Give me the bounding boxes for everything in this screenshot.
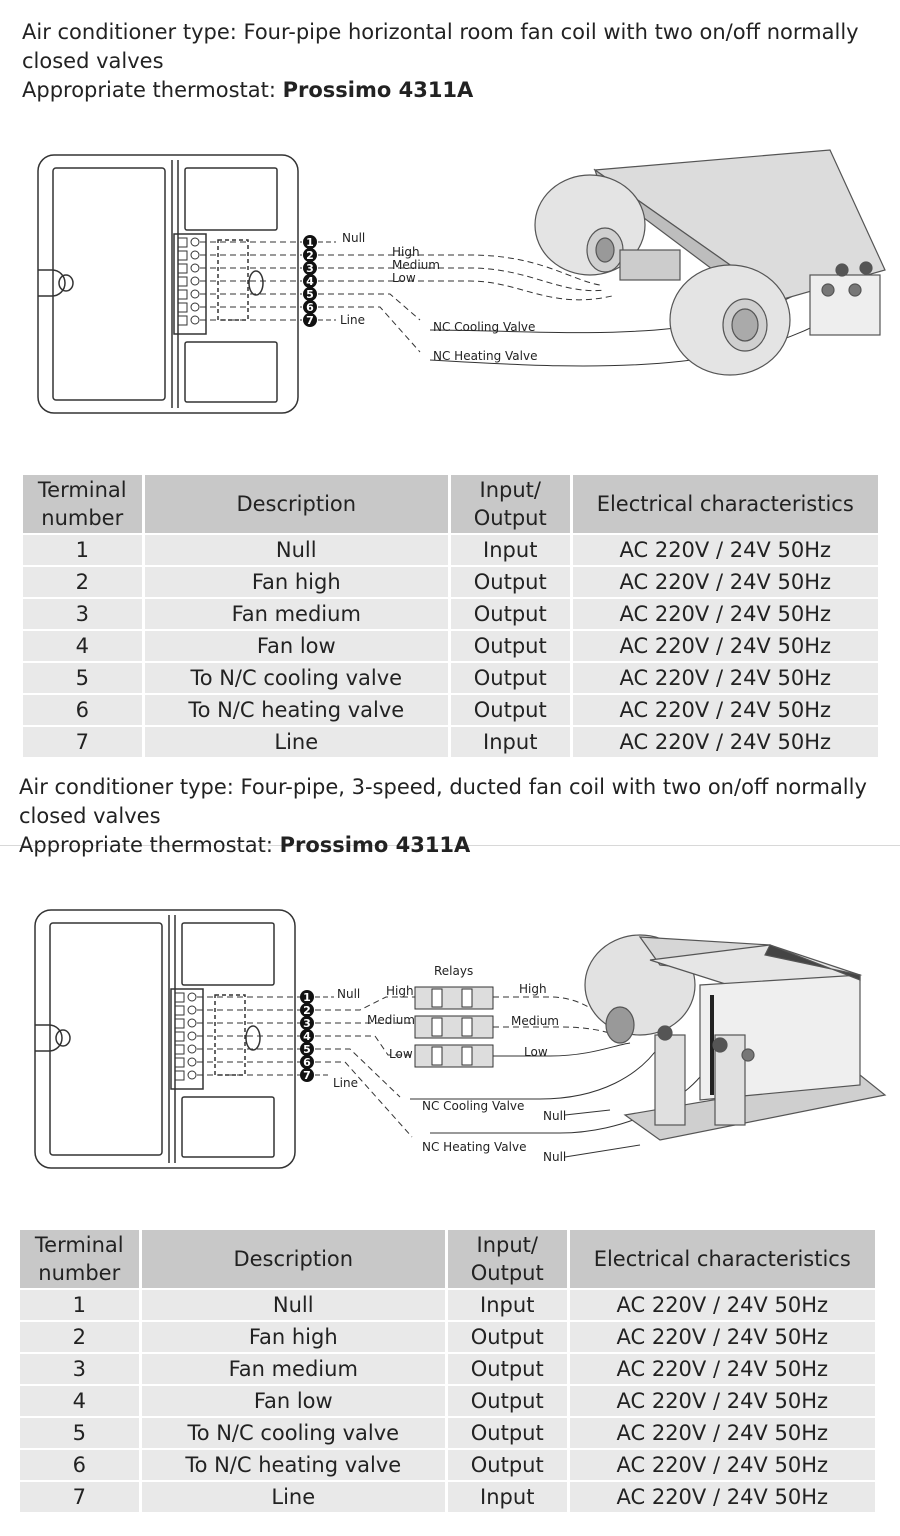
thermostat-drawing (37, 154, 299, 414)
terminal-3: 3 (303, 1017, 311, 1030)
label-low: Low (392, 271, 416, 285)
label-medium-in: Medium (367, 1013, 415, 1027)
label-nc-heating: NC Heating Valve (422, 1140, 526, 1154)
terminal-block (177, 237, 200, 326)
label-high-out: High (519, 982, 547, 996)
terminal-5: 5 (306, 288, 314, 301)
label-null: Null (342, 231, 365, 245)
wiring-diagram-1: 1 2 3 4 5 6 7 Null High Medium Low Line … (0, 130, 900, 430)
section1-heading-line2: closed valves (22, 49, 164, 73)
terminal-7: 7 (306, 314, 314, 327)
terminal-6: 6 (303, 1056, 311, 1069)
wiring-diagram-2: 1 2 3 4 5 6 7 Relays (0, 885, 900, 1185)
label-nc-cooling: NC Cooling Valve (433, 320, 535, 334)
label-relays: Relays (434, 964, 473, 978)
header-io: Input/Output (447, 1230, 567, 1288)
label-nc-cooling: NC Cooling Valve (422, 1099, 524, 1113)
label-medium-out: Medium (511, 1014, 559, 1028)
section2-heading-line2: closed valves (19, 804, 161, 828)
thermostat-label: Appropriate thermostat: (19, 833, 280, 857)
label-null-cooling: Null (543, 1109, 566, 1123)
section2-heading: Air conditioner type: Four-pipe, 3-speed… (19, 773, 867, 860)
internal-wires (200, 241, 302, 321)
terminal-1: 1 (303, 991, 311, 1004)
section1-thermostat: Appropriate thermostat: Prossimo 4311A (22, 76, 859, 105)
label-null: Null (337, 987, 360, 1001)
header-electrical: Electrical characteristics (569, 1230, 875, 1288)
ducted-fan-coil-drawing (584, 934, 887, 1141)
thermostat-drawing (34, 909, 296, 1169)
thermostat-model: Prossimo 4311A (282, 78, 474, 102)
label-low-in: Low (389, 1047, 413, 1061)
terminal-block (174, 992, 197, 1081)
terminal-3: 3 (306, 262, 314, 275)
label-line: Line (333, 1076, 358, 1090)
internal-wires (197, 996, 300, 1076)
thermostat-label: Appropriate thermostat: (22, 78, 283, 102)
section-divider (0, 845, 900, 846)
header-description: Description (144, 475, 448, 533)
terminal-7: 7 (303, 1069, 311, 1082)
terminal-2: 2 (306, 249, 314, 262)
label-high-in: High (386, 984, 414, 998)
terminal-4: 4 (303, 1030, 311, 1043)
fan-coil-unit-drawing (534, 149, 886, 376)
section1-heading-line1: Air conditioner type: Four-pipe horizont… (22, 20, 859, 44)
terminal-5: 5 (303, 1043, 311, 1056)
terminal-6: 6 (306, 301, 314, 314)
thermostat-model: Prossimo 4311A (279, 833, 471, 857)
label-line: Line (340, 313, 365, 327)
terminal-1: 1 (306, 236, 314, 249)
header-electrical: Electrical characteristics (572, 475, 878, 533)
header-description: Description (141, 1230, 445, 1288)
section2-thermostat: Appropriate thermostat: Prossimo 4311A (19, 831, 867, 860)
label-null-heating: Null (543, 1150, 566, 1164)
label-low-out: Low (524, 1045, 548, 1059)
section2-heading-line1: Air conditioner type: Four-pipe, 3-speed… (19, 775, 867, 799)
section1-heading: Air conditioner type: Four-pipe horizont… (22, 18, 859, 105)
label-medium: Medium (392, 258, 440, 272)
terminal-2: 2 (303, 1004, 311, 1017)
label-nc-heating: NC Heating Valve (433, 349, 537, 363)
terminal-numbers: 1 2 3 4 5 6 7 (300, 990, 314, 1082)
relay-low (414, 1044, 494, 1068)
header-io: Input/Output (450, 475, 570, 533)
terminal-4: 4 (306, 275, 314, 288)
label-high: High (392, 245, 420, 259)
terminal-numbers: 1 2 3 4 5 6 7 (303, 235, 317, 327)
relay-medium (414, 1015, 494, 1039)
relay-high (414, 986, 494, 1010)
